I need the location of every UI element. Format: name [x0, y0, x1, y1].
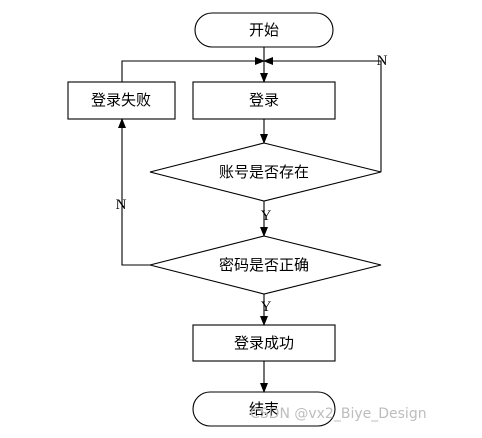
- password-yes-label: Y: [261, 299, 272, 315]
- login-success-label: 登录成功: [234, 334, 294, 352]
- login-process: [192, 81, 336, 120]
- login-label: 登录: [249, 91, 279, 109]
- watermark: CSDN @vx2_Biye_Design: [250, 406, 427, 422]
- edge-password-no: [118, 118, 150, 266]
- account-exists-label: 账号是否存在: [219, 163, 309, 181]
- edge-failed-to-login: [121, 57, 265, 82]
- login-success-process: [192, 324, 336, 362]
- account-yes-label: Y: [261, 208, 272, 224]
- password-correct-label: 密码是否正确: [219, 256, 309, 274]
- start-label: 开始: [249, 21, 279, 39]
- account-no-label: N: [377, 53, 388, 69]
- password-no-label: N: [116, 197, 127, 213]
- end-label: 结束: [249, 400, 279, 418]
- edge-account-no: [263, 57, 382, 172]
- login-failed-label: 登录失败: [91, 91, 151, 109]
